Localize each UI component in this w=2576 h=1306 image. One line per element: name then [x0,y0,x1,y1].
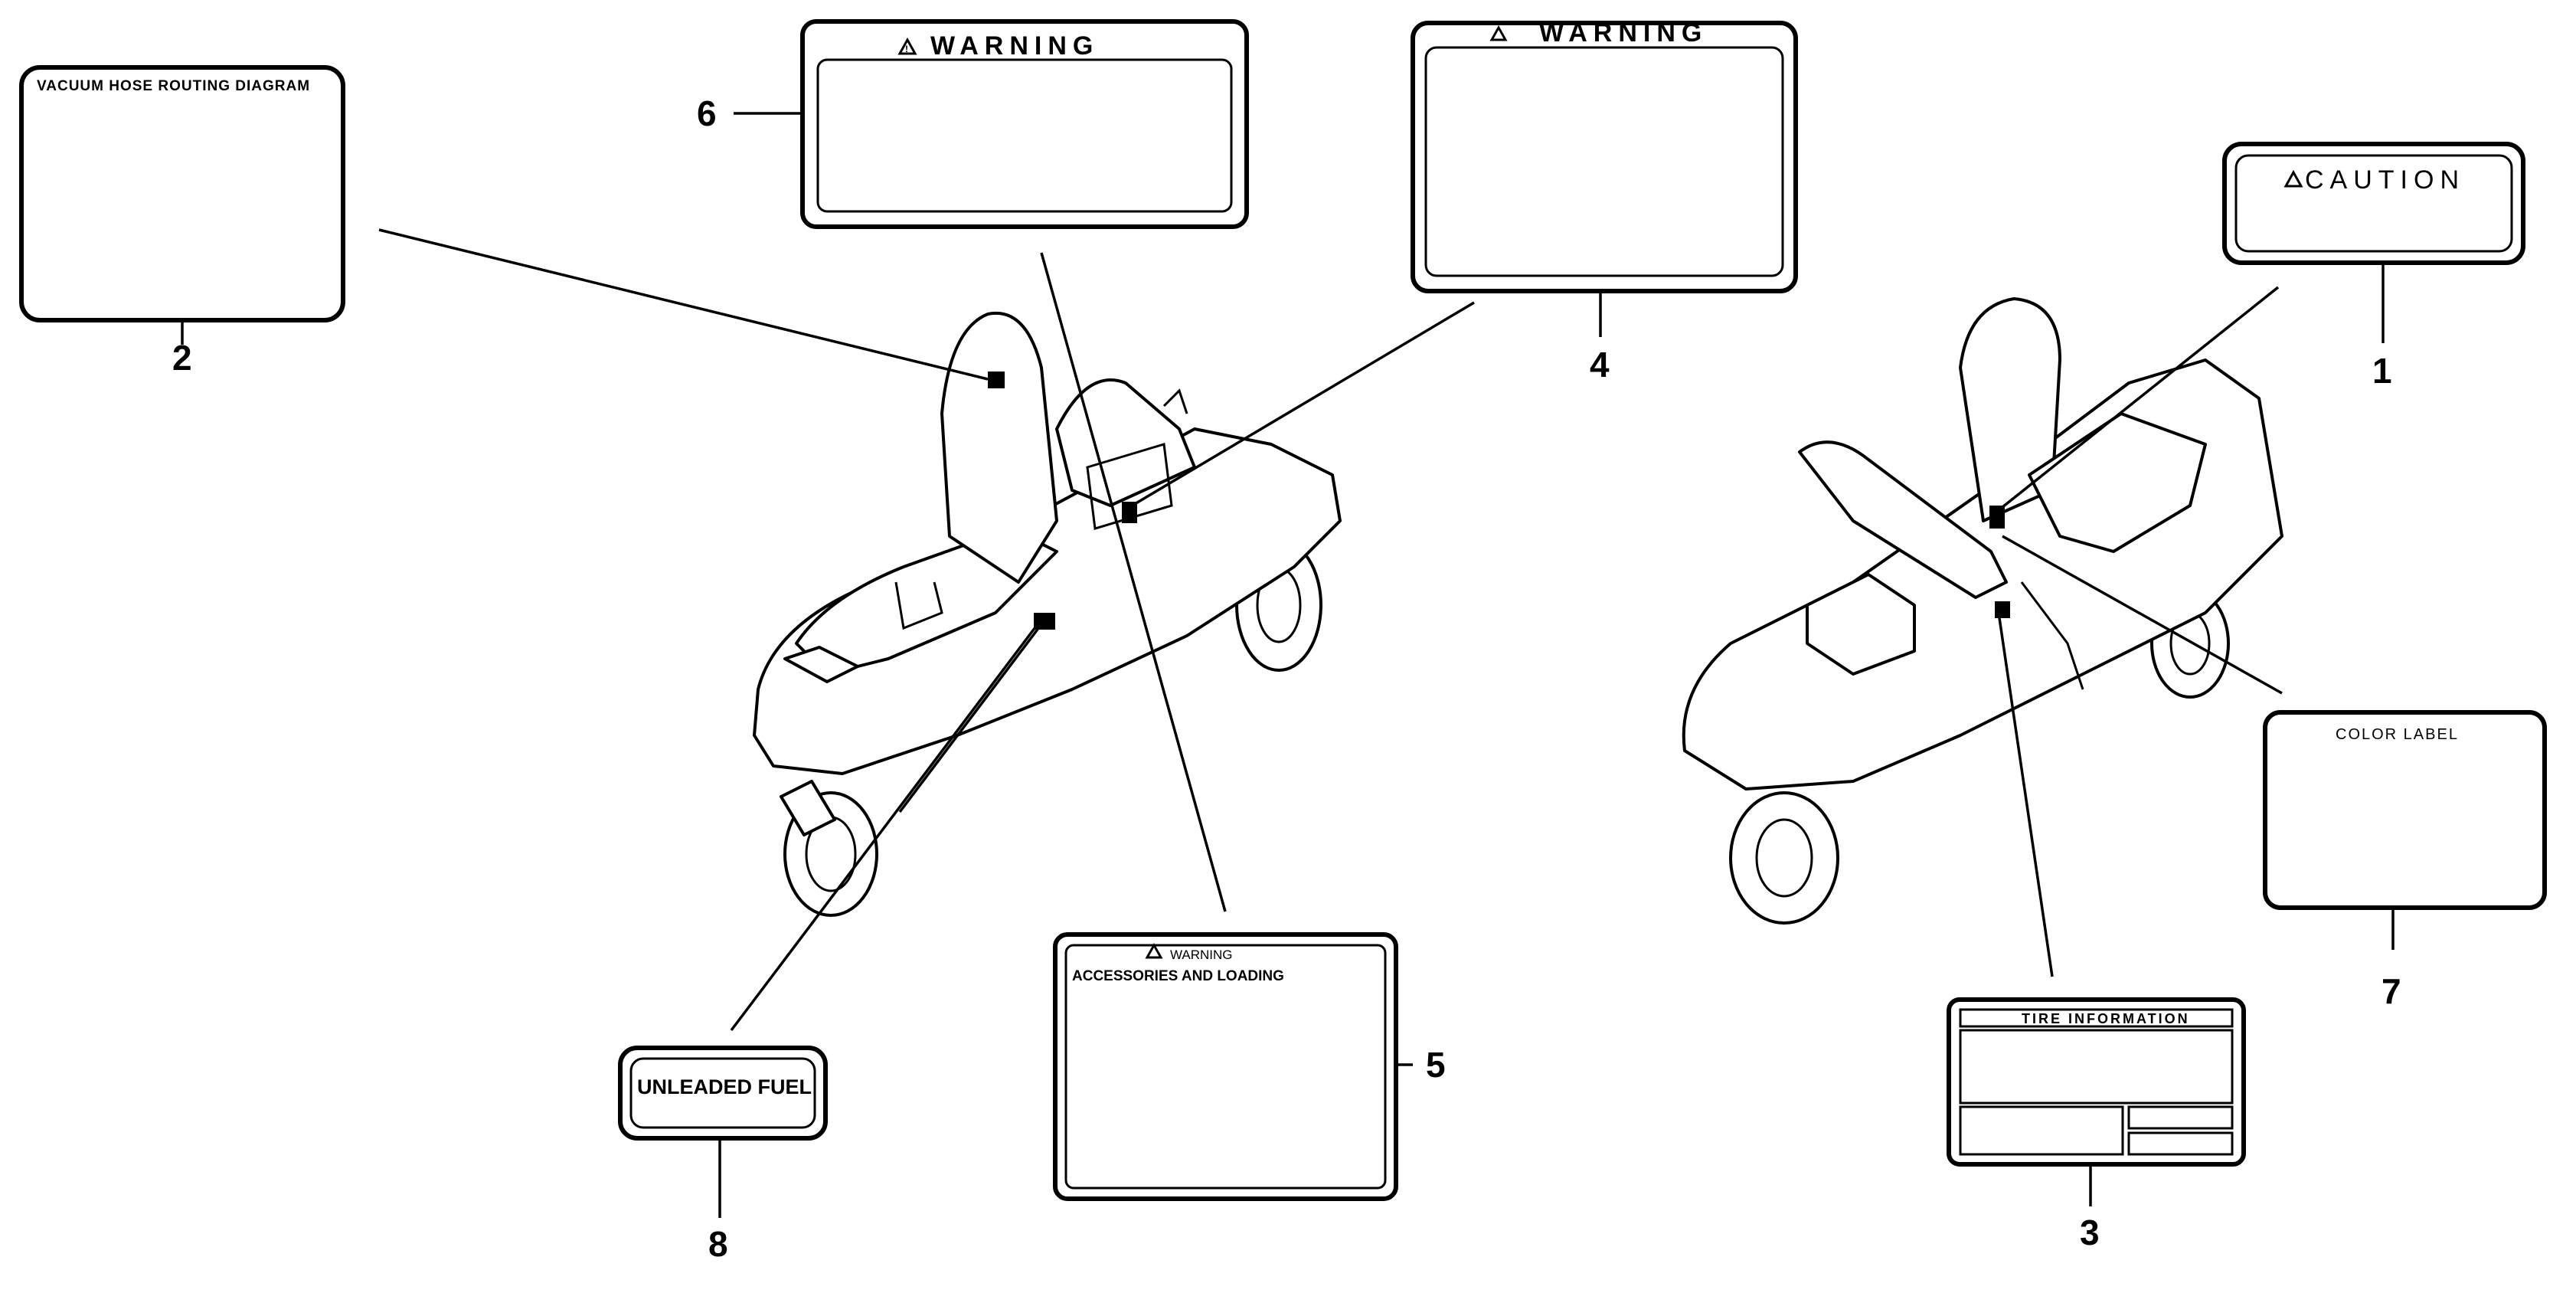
label-warning-4: WARNING 4 [1411,18,1798,385]
callout-6: 6 [697,93,717,133]
callout-7: 7 [2381,971,2401,1011]
warning-triangle-icon [1489,25,1508,41]
accessories-subtitle: ACCESSORIES AND LOADING [1072,968,1284,984]
accessories-warning: WARNING [1170,948,1233,962]
scooter-left [753,311,1342,917]
callout-8: 8 [708,1224,728,1264]
callout-5: 5 [1426,1045,1446,1085]
callout-3: 3 [2080,1213,2100,1252]
label-unleaded-fuel: UNLEADED FUEL 8 [618,1046,828,1264]
label-caution: CAUTION 1 [2222,142,2525,391]
leader-lines [378,228,2283,1032]
callout-4: 4 [1590,345,1610,385]
warning-triangle-icon: ! [897,37,917,55]
label-warning-6: ! WARNING 6 [697,19,1249,229]
caution-title: CAUTION [2305,165,2465,195]
label-tire-info: TIRE INFORMATION 3 [1947,997,2246,1252]
label-accessories: WARNING ACCESSORIES AND LOADING 5 [1053,932,1446,1201]
callout-1: 1 [2372,351,2392,391]
warning-triangle-icon [2283,169,2303,188]
color-title: COLOR LABEL [2336,726,2459,743]
vacuum-title: VACUUM HOSE ROUTING DIAGRAM [37,78,310,94]
unleaded-title: UNLEADED FUEL [637,1075,812,1098]
warning-4-title: WARNING [1539,18,1708,47]
label-vacuum-hose: VACUUM HOSE ROUTING DIAGRAM 2 [19,65,345,378]
callout-2: 2 [172,338,192,378]
tire-title: TIRE INFORMATION [2022,1011,2190,1026]
label-color: COLOR LABEL 7 [2263,710,2547,1011]
warning-6-title: WARNING [930,31,1099,61]
scooter-right [1682,297,2283,925]
svg-text:!: ! [905,44,908,54]
warning-triangle-icon [1145,942,1163,959]
